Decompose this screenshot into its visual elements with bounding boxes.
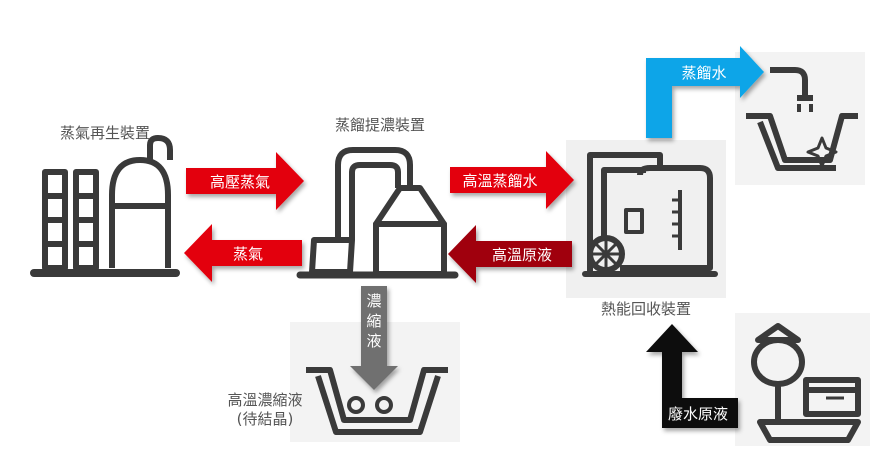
concentrate-char-1: 濃 xyxy=(366,292,381,310)
hot-distilled-water-label: 高溫蒸餾水 xyxy=(462,172,537,190)
high-pressure-steam-label: 高壓蒸氣 xyxy=(210,173,270,191)
concentrate-label-line1: 高溫濃縮液 xyxy=(227,391,302,409)
concentrate-char-2: 縮 xyxy=(366,312,381,330)
hot-distilled-water-arrow: 高溫蒸餾水 xyxy=(450,151,574,209)
regen-label: 蒸氣再生裝置 xyxy=(60,124,150,142)
concentrate-char-3: 液 xyxy=(366,332,381,350)
concentrate-arrow: 濃 縮 液 xyxy=(350,286,398,390)
heat-recovery-label: 熱能回收裝置 xyxy=(601,300,691,318)
wastewater-label: 廢水原液 xyxy=(668,405,728,423)
heat-recovery-tank-icon xyxy=(582,152,718,277)
high-pressure-steam-arrow: 高壓蒸氣 xyxy=(186,152,304,210)
distilled-water-arrow: 蒸餾水 xyxy=(646,46,764,138)
hot-raw-liquid-arrow: 高溫原液 xyxy=(448,225,572,283)
distill-label: 蒸餾提濃裝置 xyxy=(335,116,425,134)
distilled-water-label: 蒸餾水 xyxy=(681,64,726,82)
distillation-icon xyxy=(296,147,459,279)
tap-basin-icon xyxy=(746,67,858,171)
steam-return-arrow: 蒸氣 xyxy=(184,224,302,282)
tower-icon xyxy=(30,135,180,277)
concentrate-basin-icon xyxy=(306,367,448,435)
concentrate-label-line2: (待結晶) xyxy=(237,410,294,428)
hot-raw-liquid-label: 高溫原液 xyxy=(492,246,552,264)
water-tower-icon xyxy=(751,323,861,443)
steam-label: 蒸氣 xyxy=(233,245,263,263)
wastewater-arrow: 廢水原液 xyxy=(646,324,738,428)
